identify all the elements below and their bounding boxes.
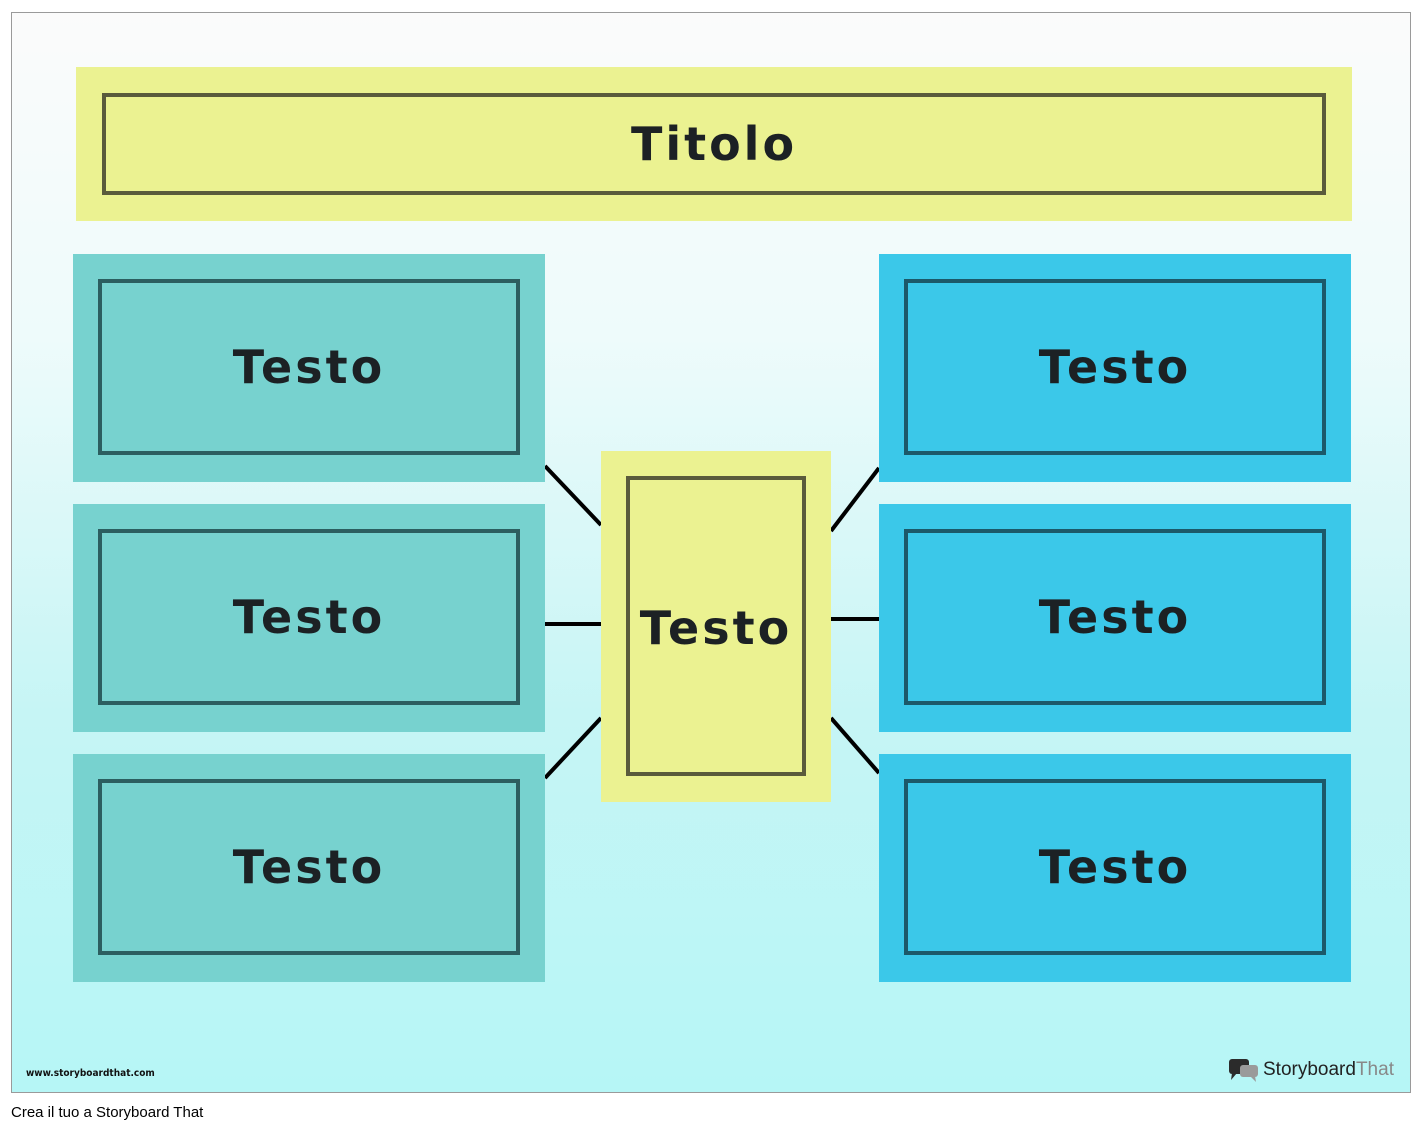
left-box-1[interactable]: Testo bbox=[73, 254, 545, 482]
footer-text[interactable]: Crea il tuo a Storyboard That bbox=[11, 1104, 204, 1121]
right-box-3[interactable]: Testo bbox=[879, 754, 1351, 982]
left-box-1-frame: Testo bbox=[98, 279, 520, 455]
left-box-2[interactable]: Testo bbox=[73, 504, 545, 732]
right-box-1-label: Testo bbox=[1038, 340, 1192, 394]
left-box-3-frame: Testo bbox=[98, 779, 520, 955]
connector-lines bbox=[543, 464, 881, 780]
brand-name: StoryboardThat bbox=[1263, 1059, 1394, 1081]
brand-name-part2: That bbox=[1355, 1059, 1394, 1080]
storyboard-canvas: Titolo Testo Testo Testo Testo Testo Tes… bbox=[11, 12, 1411, 1093]
left-box-2-frame: Testo bbox=[98, 529, 520, 705]
left-box-3-label: Testo bbox=[232, 840, 386, 894]
speech-bubbles-icon bbox=[1229, 1059, 1258, 1082]
right-box-2-label: Testo bbox=[1038, 590, 1192, 644]
center-box-label: Testo bbox=[639, 601, 793, 655]
connector-left-top bbox=[543, 464, 603, 527]
left-box-2-label: Testo bbox=[232, 590, 386, 644]
right-box-1[interactable]: Testo bbox=[879, 254, 1351, 482]
connector-right-top bbox=[829, 466, 881, 533]
right-box-2-frame: Testo bbox=[904, 529, 1326, 705]
connector-left-bottom bbox=[543, 716, 603, 780]
brand-logo: StoryboardThat bbox=[1228, 1057, 1394, 1083]
left-box-3[interactable]: Testo bbox=[73, 754, 545, 982]
right-box-3-label: Testo bbox=[1038, 840, 1192, 894]
title-box[interactable]: Titolo bbox=[76, 67, 1352, 221]
title-label: Titolo bbox=[630, 117, 798, 171]
title-frame: Titolo bbox=[102, 93, 1326, 195]
connector-right-bottom bbox=[829, 716, 881, 775]
watermark-url: www.storyboardthat.com bbox=[26, 1068, 155, 1079]
right-box-2[interactable]: Testo bbox=[879, 504, 1351, 732]
left-box-1-label: Testo bbox=[232, 340, 386, 394]
center-box[interactable]: Testo bbox=[601, 451, 831, 802]
brand-name-part1: Storyboard bbox=[1263, 1059, 1356, 1080]
center-box-frame bbox=[626, 476, 806, 776]
right-box-3-frame: Testo bbox=[904, 779, 1326, 955]
right-box-1-frame: Testo bbox=[904, 279, 1326, 455]
